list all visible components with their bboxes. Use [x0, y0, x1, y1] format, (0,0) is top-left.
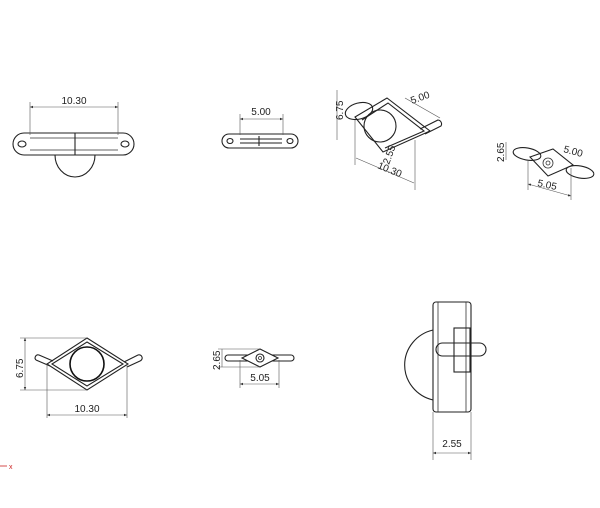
plan-large-view: 6.75 10.30 — [15, 337, 143, 418]
hemisphere — [54, 154, 96, 178]
axis-marker: x — [0, 464, 13, 471]
dim-width: 2.55 — [442, 439, 462, 450]
dim-side: 5.00 — [562, 144, 584, 160]
top-view: 5.00 — [221, 107, 299, 149]
iso-small-view: 2.65 5.05 5.00 — [496, 142, 595, 200]
dim-height: 6.75 — [15, 358, 26, 378]
iso-large-view: 6.75 10.30 2.55 5.00 — [335, 90, 443, 190]
dim-side: 5.00 — [409, 90, 431, 107]
dim-height: 2.65 — [496, 142, 507, 162]
side-view: 2.55 — [404, 301, 487, 460]
dim-width: 5.00 — [251, 107, 271, 118]
body — [12, 132, 135, 156]
front-view: 10.30 — [12, 96, 135, 178]
axis-x-label: x — [9, 464, 13, 471]
dim-height: 6.75 — [335, 100, 346, 120]
dim-thickness: 2.55 — [381, 144, 398, 166]
dim-width: 10.30 — [61, 96, 86, 107]
dim-length: 5.05 — [536, 178, 558, 193]
plan-small-view: 2.65 5.05 — [212, 348, 295, 388]
dim-height: 2.65 — [212, 350, 223, 370]
dim-width: 5.05 — [250, 373, 270, 384]
dim-width: 10.30 — [74, 404, 99, 415]
